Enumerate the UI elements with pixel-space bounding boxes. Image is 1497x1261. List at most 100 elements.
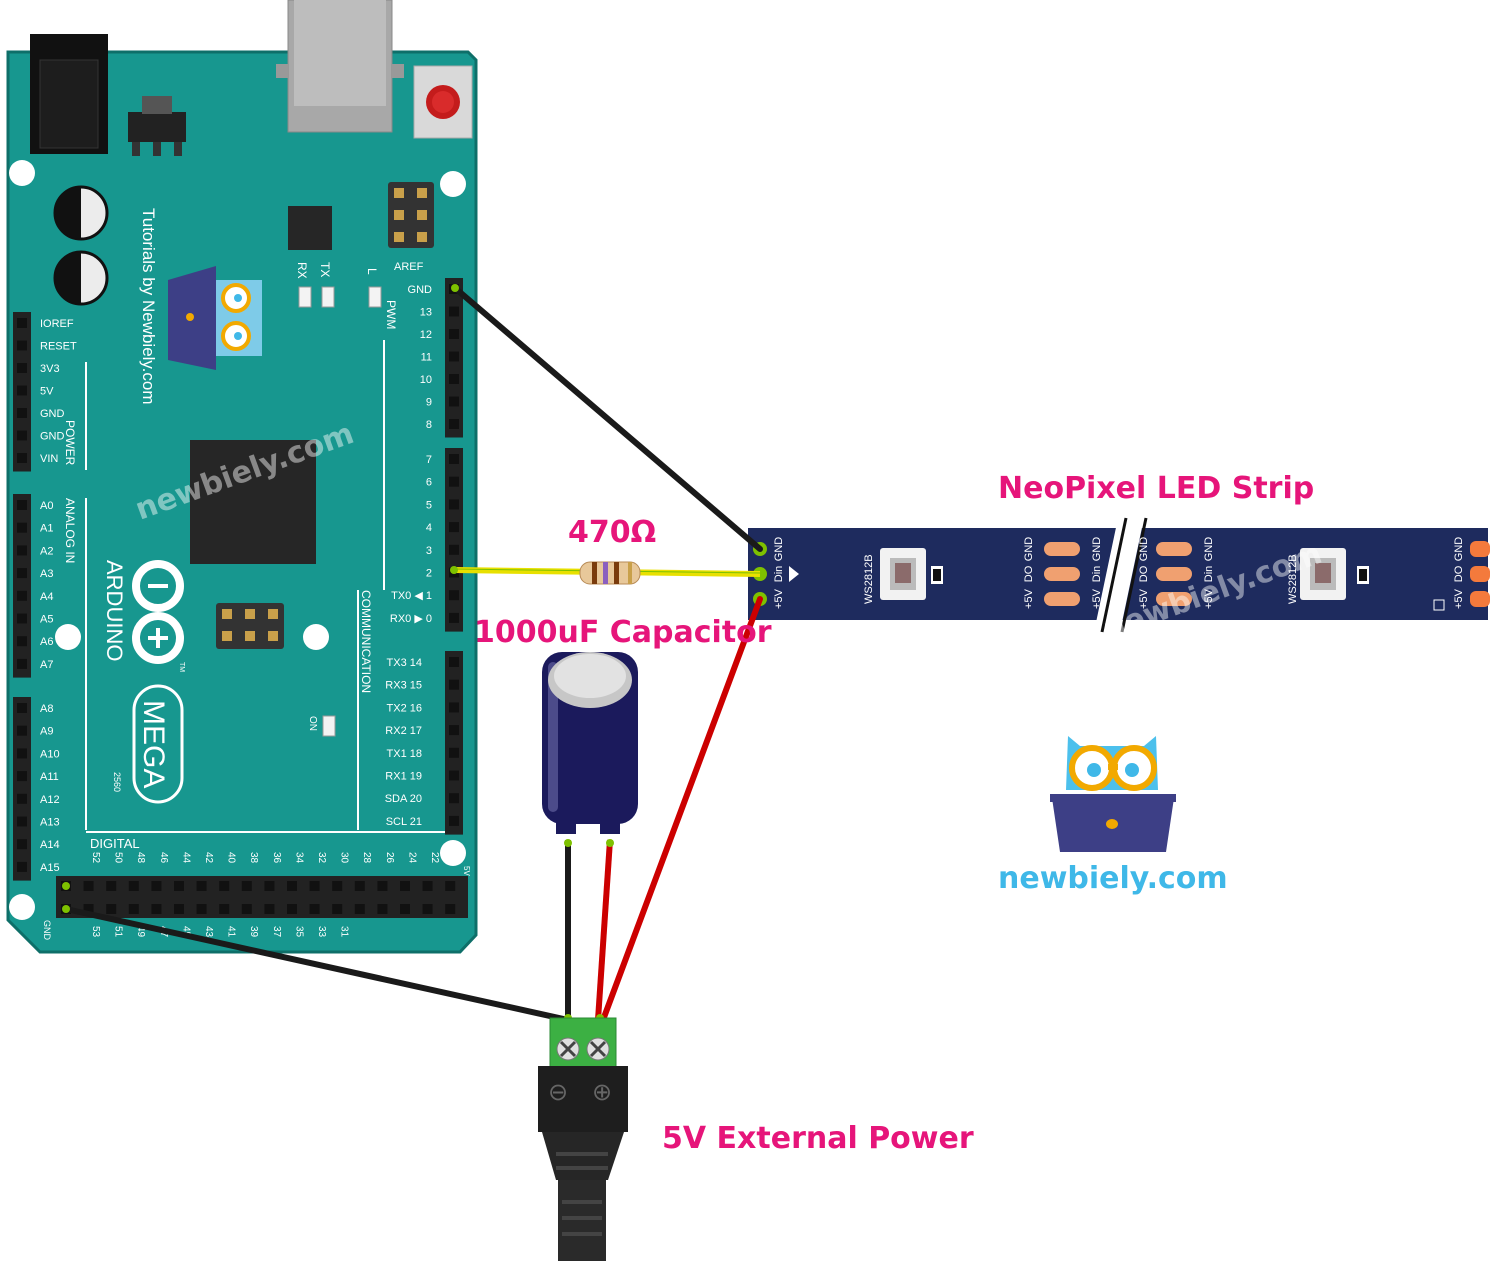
header-pin (449, 544, 459, 555)
communication-label: COMMUNICATION (359, 590, 373, 693)
pin-label: RX0 ▶ 0 (390, 613, 432, 625)
header-pin (449, 657, 459, 667)
tm-text: TM (178, 662, 185, 672)
pin-label: 28 (361, 852, 372, 864)
header-pin (449, 306, 459, 317)
header-pin (196, 881, 207, 891)
pin-label: 53 (90, 926, 101, 938)
pin-label: GND (40, 431, 65, 443)
pin-label: 4 (426, 522, 432, 534)
pin-label: TX3 14 (387, 657, 422, 669)
header-pin (17, 636, 27, 647)
header-pin (17, 340, 27, 351)
rx-label: RX (295, 262, 309, 279)
header-pin (17, 363, 27, 373)
strip-label: NeoPixel LED Strip (998, 471, 1314, 506)
header-pin (17, 725, 27, 736)
header-pin (17, 385, 27, 396)
adapter-minus-symbol: ⊖ (548, 1078, 568, 1106)
pin-label: TX1 18 (387, 748, 422, 760)
digital-header: 5250484644424038363432302826242253514947… (56, 852, 468, 938)
header-pin (449, 815, 459, 826)
pin-label: 3V3 (40, 363, 60, 375)
header-pin (17, 453, 27, 463)
voltage-regulator-tab (142, 96, 172, 114)
header-pin (17, 703, 27, 713)
resistor-label: 470Ω (568, 515, 656, 550)
atmega2560-chip (190, 440, 316, 564)
strip-pin-label: +5V (773, 588, 785, 609)
newbiely-owl-logo (1050, 736, 1176, 852)
pin-label: SCL 21 (386, 816, 422, 828)
arduino-logo (132, 560, 184, 664)
pin-label: 24 (406, 852, 417, 864)
led-tx (321, 286, 335, 308)
pin-label: 26 (384, 852, 395, 864)
pin-label: VIN (40, 453, 58, 465)
pin-label: GND (40, 408, 65, 420)
cut-pads-left (1044, 542, 1080, 606)
strip-pin-label: Din (1203, 566, 1215, 583)
wires (62, 284, 763, 1023)
mega-text: MEGA (137, 700, 170, 788)
strip-pin-label: +5V (1138, 588, 1150, 609)
header-pin (241, 881, 252, 891)
header-pin (17, 568, 27, 579)
pin-label: A10 (40, 748, 60, 760)
arduino-mega-board: Tutorials by Newbiely.com ARDUINO TM MEG… (6, 0, 478, 954)
pin-label: GND (408, 284, 433, 296)
header-pin (449, 725, 459, 736)
ws2812b-led: WS2812B (863, 548, 943, 604)
pin-label: A8 (40, 703, 53, 715)
dc-power-adapter: ⊖ ⊕ (538, 1017, 628, 1261)
svg-text:WS2812B: WS2812B (863, 554, 875, 604)
header-pin (264, 881, 275, 891)
strip-pin-label: GND (1453, 537, 1465, 562)
adapter-plus-symbol: ⊕ (592, 1078, 612, 1106)
wire-strip-5v (600, 596, 763, 1023)
pin-label: 50 (113, 852, 124, 864)
header-pin (17, 408, 27, 418)
strip-break-symbol (1094, 517, 1148, 633)
mount-hole (9, 894, 35, 920)
voltage-regulator (128, 112, 186, 142)
on-label: ON (307, 716, 318, 731)
header-pin (106, 881, 117, 891)
pin-label: 51 (113, 926, 124, 938)
header-pin (445, 881, 456, 891)
pin-label: A3 (40, 568, 53, 580)
strip-pin-label: GND (1203, 537, 1215, 562)
led-rx (298, 286, 312, 308)
pin-label: 22 (429, 852, 440, 864)
header-pin (449, 476, 459, 487)
pin-label: 45 (180, 926, 191, 938)
pin-label: A14 (40, 839, 60, 851)
aref-label: AREF (394, 261, 424, 273)
header-pin (128, 881, 139, 891)
header-pin (309, 904, 320, 914)
led-l (368, 286, 382, 308)
board-owl-logo (168, 266, 262, 370)
pin-label: A12 (40, 794, 60, 806)
header-pin (17, 793, 27, 804)
pin-label: RX2 17 (385, 725, 422, 737)
pin-label: 37 (271, 926, 282, 938)
header-pin (400, 904, 410, 914)
strip-pin-label: GND (1091, 537, 1103, 562)
header-pin (151, 904, 162, 914)
header-pin (354, 904, 365, 914)
header-pin (449, 499, 459, 510)
header-pin (128, 904, 139, 914)
header-pin (377, 904, 388, 914)
power-label: POWER (63, 420, 77, 466)
pin-label: 5 (426, 499, 432, 511)
tutorials-text: Tutorials by Newbiely.com (139, 208, 158, 405)
header-pin (17, 771, 27, 782)
pin-label: TX2 16 (387, 702, 422, 714)
power-label-text: 5V External Power (662, 1121, 974, 1156)
pin-label: 43 (203, 926, 214, 938)
